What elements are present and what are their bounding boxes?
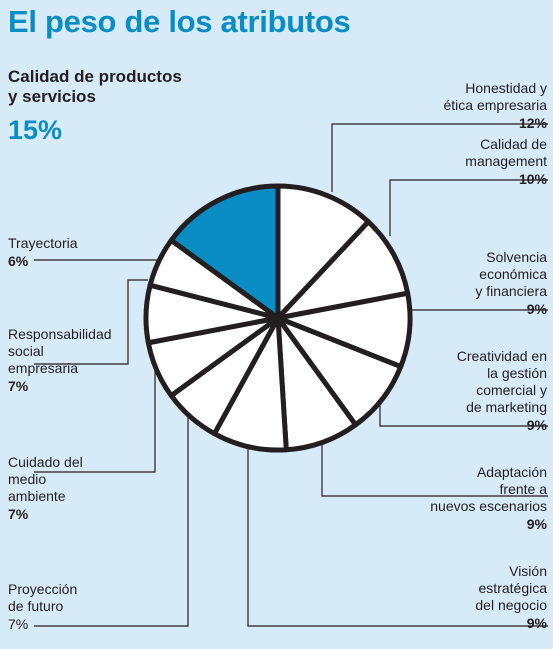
label-creatividad-line-1: Creatividad en <box>456 348 547 364</box>
label-honestidad: Honestidad y ética empresaria 12% <box>444 80 548 132</box>
page-title: El peso de los atributos <box>8 4 351 39</box>
pie-slice <box>147 237 281 321</box>
leader-lines <box>34 123 548 627</box>
label-responsabilidad-value: 7% <box>8 378 29 394</box>
label-solvencia-value: 9% <box>526 301 547 317</box>
label-management-value: 10% <box>518 171 547 187</box>
label-vision-value: 9% <box>526 615 547 631</box>
pie-slices <box>143 183 413 453</box>
label-responsabilidad-line-3: empresaria <box>8 360 79 376</box>
highlight-label: Calidad de productos y servicios <box>8 67 248 107</box>
label-adaptacion-line-1: Adaptación <box>476 464 547 480</box>
label-cuidado-line-3: ambiente <box>8 488 66 504</box>
label-vision: Visión estratégica del negocio 9% <box>475 563 547 632</box>
label-solvencia-line-1: Solvencia <box>486 249 547 265</box>
label-proyeccion-value: 7% <box>8 616 29 632</box>
label-solvencia-line-3: y financiera <box>475 283 547 299</box>
label-creatividad: Creatividad en la gestión comercial y de… <box>457 348 547 434</box>
highlight-value: 15% <box>8 115 63 145</box>
leader-adaptacion <box>321 444 548 497</box>
label-cuidado-value: 7% <box>8 506 29 522</box>
label-solvencia-line-2: económica <box>479 266 547 282</box>
label-cuidado-line-1: Cuidado del <box>8 454 83 470</box>
label-creatividad-line-4: de marketing <box>466 399 547 415</box>
leader-honestidad <box>331 123 548 192</box>
label-creatividad-line-2: la gestión <box>487 365 547 381</box>
label-creatividad-value: 9% <box>526 417 547 433</box>
label-honestidad-line-1: Honestidad y <box>465 80 547 96</box>
label-proyeccion: Proyección de futuro 7% <box>8 581 77 633</box>
label-trayectoria-value: 6% <box>8 253 29 269</box>
label-responsabilidad-line-2: social <box>8 343 44 359</box>
label-vision-line-1: Visión <box>509 563 547 579</box>
highlight-label-line-1: Calidad de productos <box>8 67 182 86</box>
leader-vision <box>247 448 548 627</box>
label-management-line-2: management <box>465 153 547 169</box>
label-trayectoria: Trayectoria 6% <box>8 235 78 270</box>
highlight-label-line-2: y servicios <box>8 87 96 106</box>
label-cuidado: Cuidado del medio ambiente 7% <box>8 454 83 523</box>
label-proyeccion-line-2: de futuro <box>8 598 64 614</box>
label-honestidad-line-2: ética empresaria <box>443 97 548 113</box>
label-honestidad-value: 12% <box>518 115 547 131</box>
label-trayectoria-line-1: Trayectoria <box>8 235 78 251</box>
leader-management <box>389 179 548 236</box>
label-management: Calidad de management 10% <box>465 136 547 188</box>
label-creatividad-line-3: comercial y <box>476 382 547 398</box>
leader-cuidado <box>34 352 156 473</box>
label-adaptacion: Adaptación frente a nuevos escenarios 9% <box>430 464 547 533</box>
label-responsabilidad-line-1: Responsabilidad <box>8 326 112 342</box>
label-proyeccion-line-1: Proyección <box>8 581 78 597</box>
label-responsabilidad: Responsabilidad social empresaria 7% <box>8 326 112 395</box>
pie-slice <box>275 183 371 321</box>
label-adaptacion-value: 9% <box>526 516 547 532</box>
label-adaptacion-line-3: nuevos escenarios <box>430 498 547 514</box>
leader-creatividad <box>379 402 548 427</box>
leader-proyeccion <box>34 390 189 627</box>
label-solvencia: Solvencia económica y financiera 9% <box>475 249 547 318</box>
label-vision-line-2: estratégica <box>478 580 547 596</box>
label-vision-line-3: del negocio <box>475 597 547 613</box>
label-cuidado-line-2: medio <box>8 471 47 487</box>
label-management-line-1: Calidad de <box>480 136 547 152</box>
leader-responsabilidad <box>34 279 148 365</box>
pie-slice <box>168 183 281 321</box>
label-adaptacion-line-2: frente a <box>499 481 547 497</box>
